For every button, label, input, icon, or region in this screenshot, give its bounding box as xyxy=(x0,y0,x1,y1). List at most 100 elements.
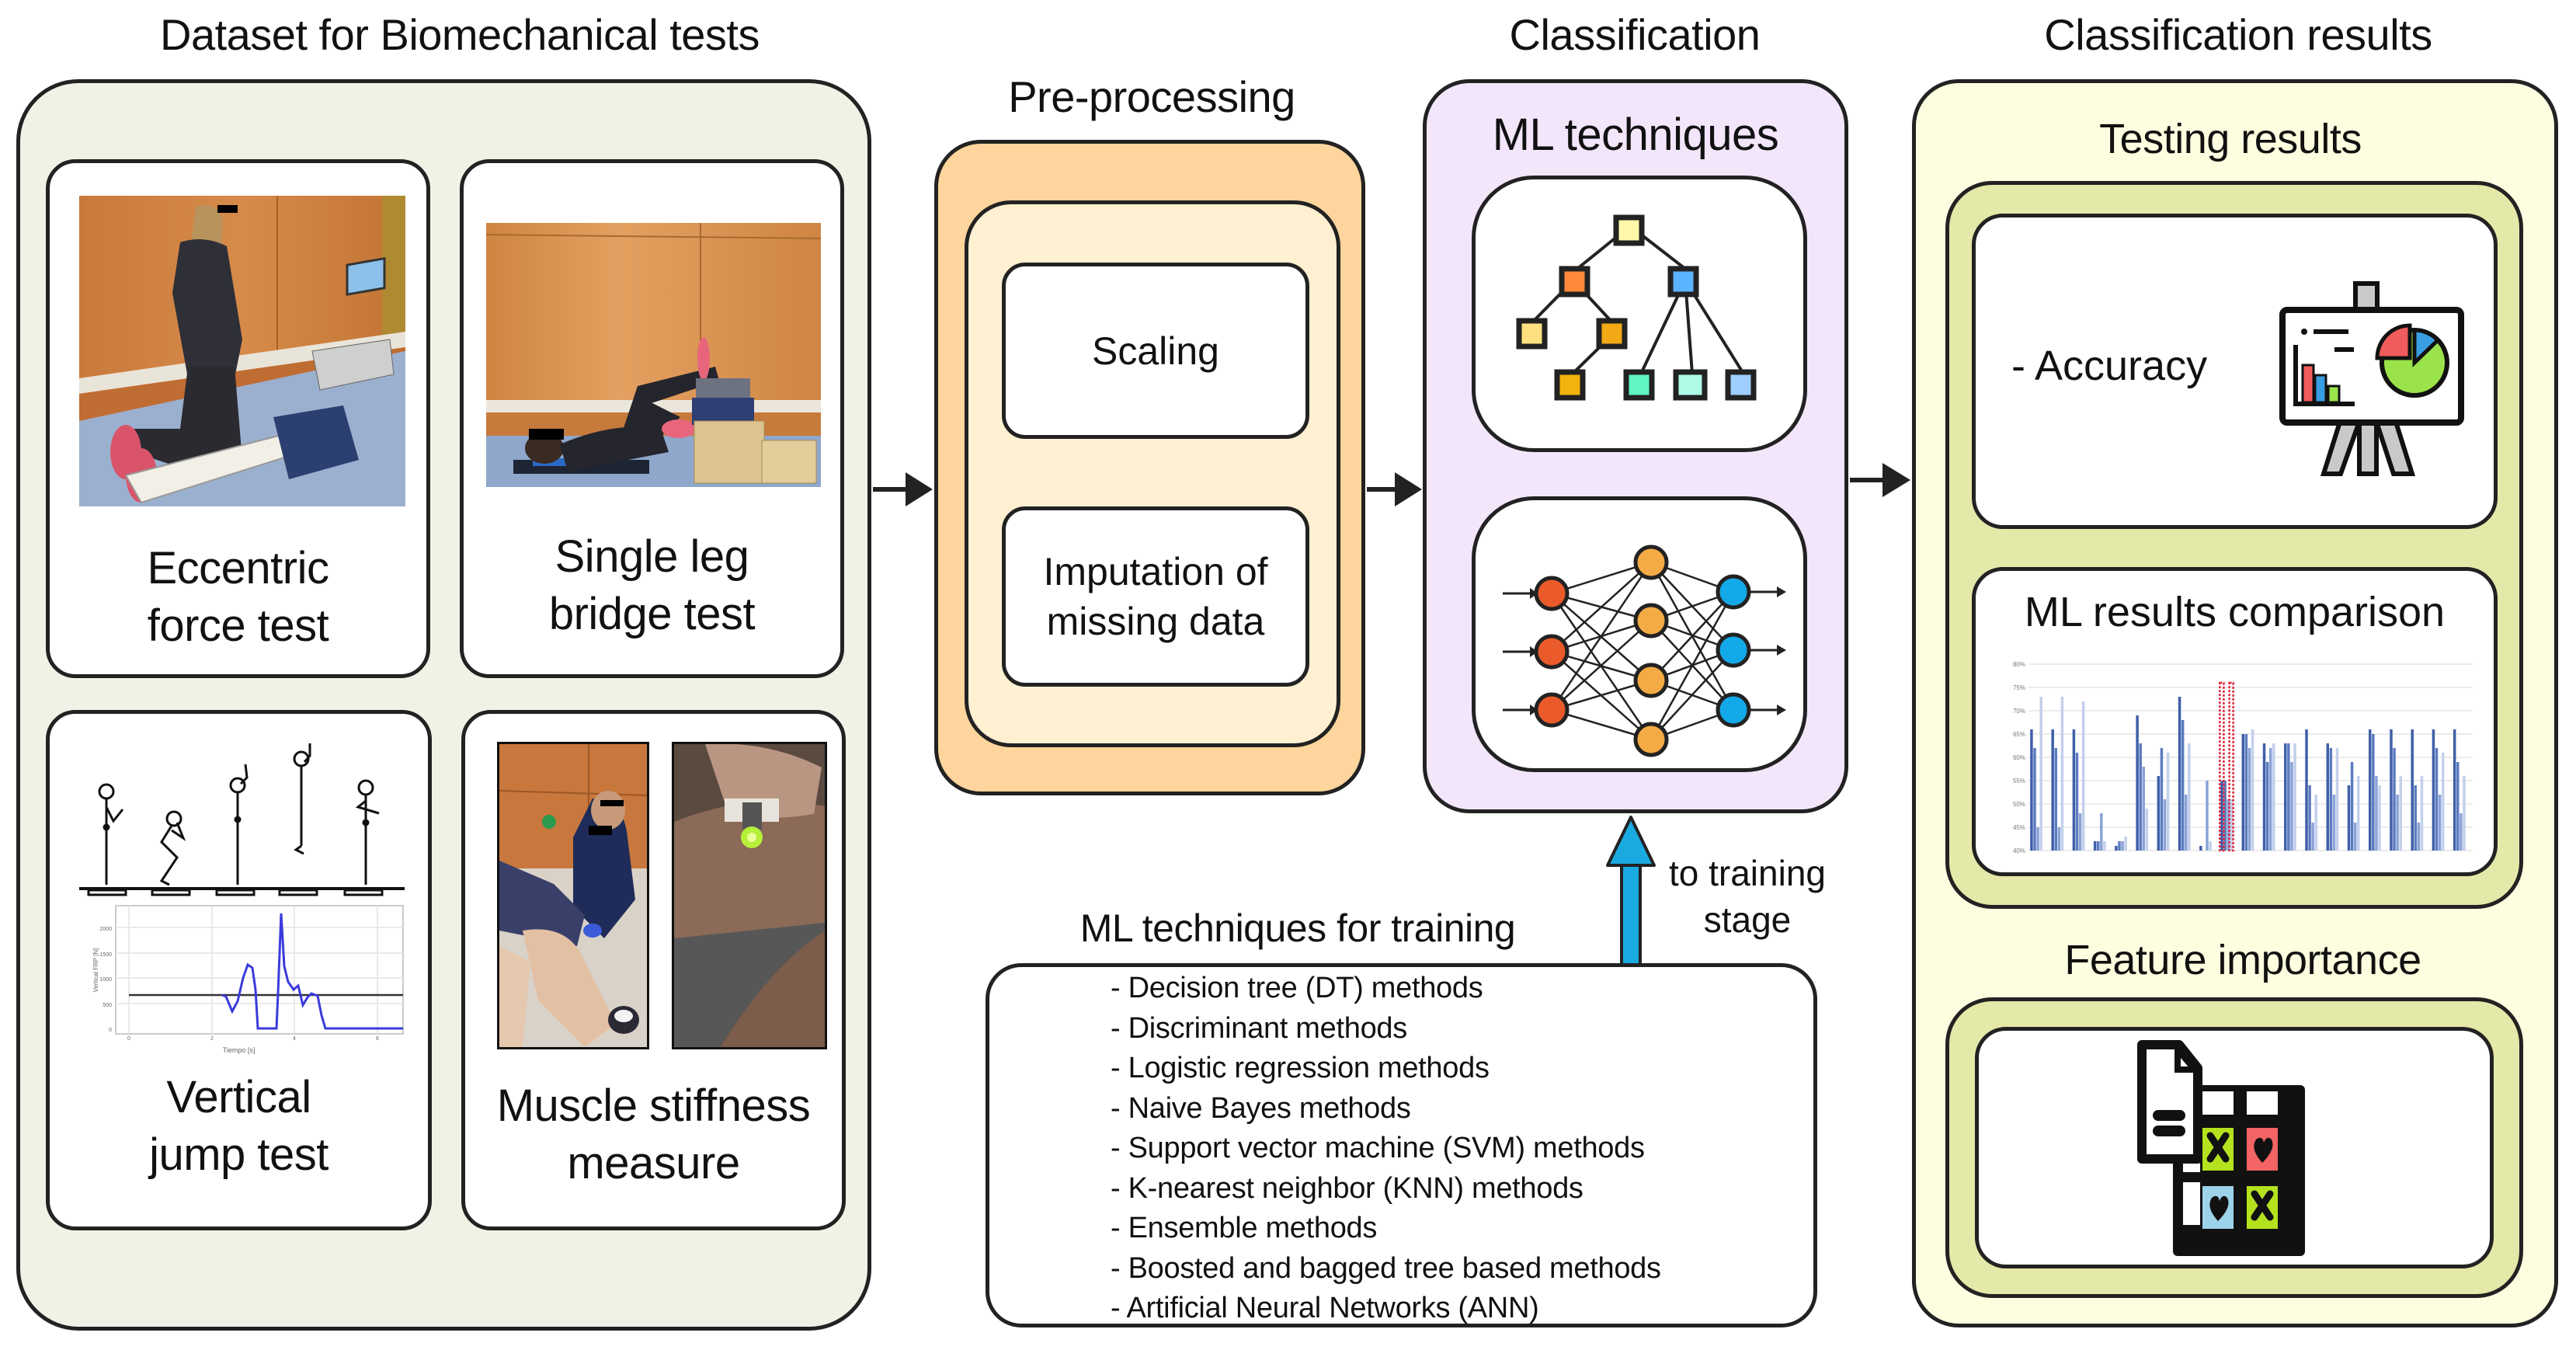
chart-bar xyxy=(2030,729,2033,851)
chart-bar xyxy=(2293,743,2296,851)
chart-bar xyxy=(2368,729,2372,851)
chart-ytick-label: 75% xyxy=(2013,684,2025,691)
neural-network-icon xyxy=(1503,545,1786,757)
chart-bar xyxy=(2308,785,2311,851)
chart-ytick-label: 70% xyxy=(2013,708,2025,715)
chart-bar xyxy=(2100,813,2103,851)
chart-bar xyxy=(2054,748,2057,851)
chart-bar xyxy=(2463,776,2466,851)
chart-highlight-marker xyxy=(2219,681,2225,852)
dataset-section-title: Dataset for Biomechanical tests xyxy=(160,10,760,59)
eccentric-label-line2: force test xyxy=(147,600,329,651)
chart-bar xyxy=(2375,776,2378,851)
chart-bar xyxy=(2188,743,2191,851)
chart-bar xyxy=(2435,748,2439,851)
training-method-item: - Artificial Neural Networks (ANN) xyxy=(1111,1292,1539,1324)
ml-techniques-heading: ML techniques xyxy=(1492,110,1779,160)
nn-hidden-node xyxy=(1633,663,1669,698)
jump-force-plot: 2000 1500 1000 500 0 Vertical FRP [N] 0 … xyxy=(92,905,404,1040)
training-method-item: - K-nearest neighbor (KNN) methods xyxy=(1111,1171,1583,1205)
chart-bar xyxy=(2372,734,2375,851)
chart-bar xyxy=(2432,729,2435,851)
nn-hidden-node xyxy=(1633,545,1669,580)
imputation-label-line2: missing data xyxy=(1046,600,1265,643)
chart-bar xyxy=(2265,762,2269,851)
test-card-vertical-jump: 2000 1500 1000 500 0 Vertical FRP [N] 0 … xyxy=(46,710,432,1230)
to-training-stage-label: to training stage xyxy=(1654,850,1841,943)
chart-bar xyxy=(2357,776,2360,851)
chart-bar xyxy=(2121,841,2124,851)
chart-bar xyxy=(2163,799,2167,851)
chart-bar xyxy=(2057,827,2061,851)
chart-bar xyxy=(2124,837,2127,851)
chart-bar xyxy=(2072,729,2076,851)
chart-bar xyxy=(2206,781,2209,851)
training-method-item: - Ensemble methods xyxy=(1111,1212,1378,1244)
training-heading: ML techniques for training xyxy=(1079,906,1516,950)
chart-bar xyxy=(2223,781,2227,851)
training-method-item: - Naive Bayes methods xyxy=(1111,1091,1411,1125)
feature-importance-table-icon xyxy=(2137,1040,2305,1256)
chart-ytick-label: 50% xyxy=(2013,801,2025,808)
chart-highlight-marker xyxy=(2228,681,2234,852)
preprocessing-section-title: Pre-processing xyxy=(1008,72,1295,121)
chart-bar xyxy=(2103,841,2106,851)
decision-tree-card xyxy=(1472,176,1807,452)
chart-bar xyxy=(2166,753,2170,851)
chart-bar xyxy=(2399,776,2402,851)
chart-bar xyxy=(2414,785,2418,851)
stick-figures xyxy=(79,743,405,896)
presentation-chart-icon xyxy=(2279,281,2464,476)
chart-bar xyxy=(2078,813,2082,851)
chart-bar xyxy=(2272,743,2275,851)
chart-bar xyxy=(2311,823,2314,851)
muscle-stiffness-photo-left xyxy=(497,742,649,1049)
training-method-item: - Decision tree (DT) methods xyxy=(1111,972,1483,1004)
chart-bar xyxy=(2460,813,2463,851)
jump-plot-ytick: 1000 xyxy=(99,977,112,983)
chart-bar xyxy=(2199,846,2202,851)
nn-output-node xyxy=(1716,692,1751,728)
eccentric-force-test-label: Eccentric force test xyxy=(50,540,426,655)
results-section-title: Classification results xyxy=(2044,10,2432,59)
nn-output-arrow xyxy=(1777,705,1786,715)
preprocessing-step-imputation: Imputation of missing data xyxy=(1002,506,1309,687)
jump-plot-ytick: 1500 xyxy=(99,952,112,958)
muscle-stiffness-photo-right xyxy=(672,742,827,1049)
chart-bar xyxy=(2332,795,2336,851)
feature-importance-card xyxy=(1975,1027,2494,1268)
eccentric-force-photo-illustration xyxy=(79,196,405,506)
chart-bar xyxy=(2456,762,2460,851)
chart-ytick-label: 40% xyxy=(2013,847,2025,854)
chart-bar xyxy=(2039,697,2042,851)
chart-bar xyxy=(2350,762,2354,851)
chart-bar xyxy=(2305,729,2308,851)
chart-bar xyxy=(2329,748,2333,851)
chart-ytick-label: 55% xyxy=(2013,778,2025,785)
chart-bar xyxy=(2393,748,2396,851)
chart-bar xyxy=(2284,743,2287,851)
ml-results-comparison-card: ML results comparison 40%45%50%55%60%65%… xyxy=(1972,567,2498,876)
chart-bar xyxy=(2411,729,2414,851)
jump-plot-ytick: 2000 xyxy=(99,927,112,932)
chart-bar xyxy=(2353,823,2357,851)
chart-ytick-label: 45% xyxy=(2013,824,2025,831)
chart-bar xyxy=(2314,795,2318,851)
chart-bar xyxy=(2178,697,2181,851)
decision-tree-icon xyxy=(1516,214,1757,401)
chart-bar xyxy=(2396,795,2399,851)
training-method-item: - Logistic regression methods xyxy=(1111,1052,1490,1084)
nn-input-node xyxy=(1534,634,1570,670)
accuracy-label: - Accuracy xyxy=(2011,343,2208,389)
chart-bar xyxy=(2209,841,2212,851)
imputation-label-line1: Imputation of xyxy=(1043,550,1268,593)
testing-results-heading: Testing results xyxy=(2099,116,2362,162)
jump-plot-xtick: 4 xyxy=(293,1036,296,1040)
test-card-single-leg-bridge: Single leg bridge test xyxy=(460,159,844,678)
chart-bar xyxy=(2420,776,2424,851)
test-card-eccentric-force: Eccentric force test xyxy=(46,159,430,678)
nn-hidden-node xyxy=(1633,603,1669,638)
chart-bar xyxy=(2060,697,2064,851)
chart-bar xyxy=(2093,841,2097,851)
